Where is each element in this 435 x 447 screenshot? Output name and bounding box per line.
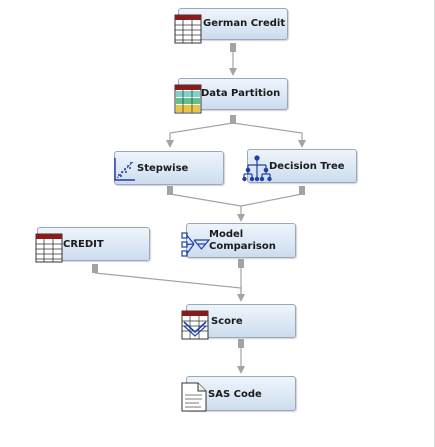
node-label: Model Comparison (209, 229, 276, 252)
output-port[interactable] (230, 115, 236, 124)
node-label: Score (211, 316, 243, 327)
data-source-table-icon (174, 14, 202, 44)
output-port[interactable] (238, 259, 244, 268)
node-decision-tree[interactable]: Decision Tree (247, 149, 357, 183)
model-comparison-icon (181, 231, 211, 259)
data-partition-icon (174, 84, 202, 114)
output-port[interactable] (92, 264, 98, 273)
node-label: Stepwise (137, 163, 189, 174)
output-port[interactable] (238, 339, 244, 348)
sas-code-document-icon (181, 382, 207, 412)
regression-scatter-icon (113, 156, 137, 182)
output-port[interactable] (167, 186, 173, 195)
node-label: German Credit (203, 18, 286, 29)
node-label: SAS Code (208, 389, 262, 400)
node-model-comparison[interactable]: Model Comparison (186, 223, 296, 258)
decision-tree-icon (242, 154, 272, 182)
output-port[interactable] (299, 186, 305, 195)
node-label: Decision Tree (269, 161, 345, 172)
data-source-table-icon (35, 233, 63, 263)
node-label: Data Partition (201, 88, 281, 99)
output-port[interactable] (230, 43, 236, 52)
score-icon (181, 310, 209, 340)
node-label: CREDIT (63, 239, 104, 250)
